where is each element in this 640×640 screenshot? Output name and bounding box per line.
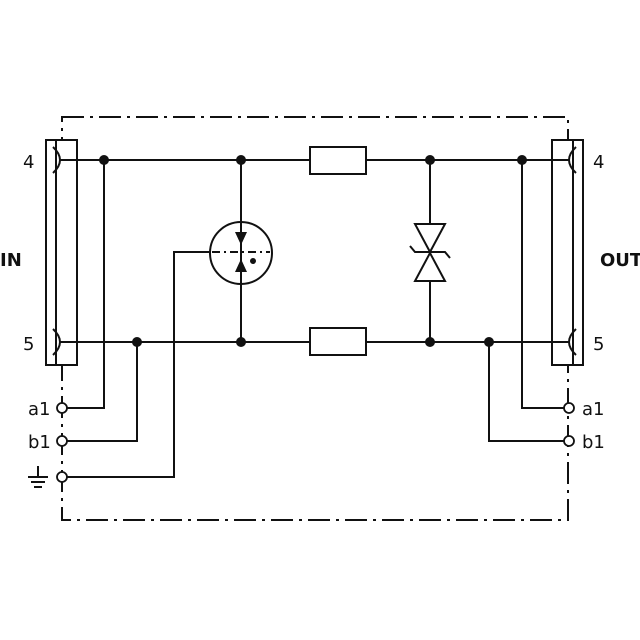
right-pin-4-label: 4	[593, 152, 604, 173]
right-a1-label: a1	[582, 399, 604, 420]
wiring	[60, 159, 570, 478]
left-pin-5-label: 5	[23, 334, 34, 355]
out-label: OUT	[600, 250, 640, 271]
right-terminal-b1	[563, 435, 575, 447]
gas-discharge-tube-icon	[209, 221, 273, 285]
resistor-bottom-icon	[309, 327, 367, 356]
resistor-top-icon	[309, 146, 367, 175]
junction-dots	[99, 155, 527, 347]
right-connector	[551, 139, 584, 366]
left-a1-label: a1	[28, 399, 50, 420]
left-terminal-a1	[56, 402, 68, 414]
bidirectional-tvs-diode-icon	[409, 223, 451, 282]
housing-outline	[61, 116, 569, 521]
ground-icon	[28, 466, 48, 488]
left-b1-label: b1	[28, 432, 51, 453]
left-terminal-b1	[56, 435, 68, 447]
in-label: IN	[0, 250, 22, 271]
right-b1-label: b1	[582, 432, 605, 453]
left-pin-4-label: 4	[23, 152, 34, 173]
right-pin-5-label: 5	[593, 334, 604, 355]
right-terminal-a1	[563, 402, 575, 414]
left-connector	[45, 139, 78, 366]
left-terminal-ground	[56, 471, 68, 483]
